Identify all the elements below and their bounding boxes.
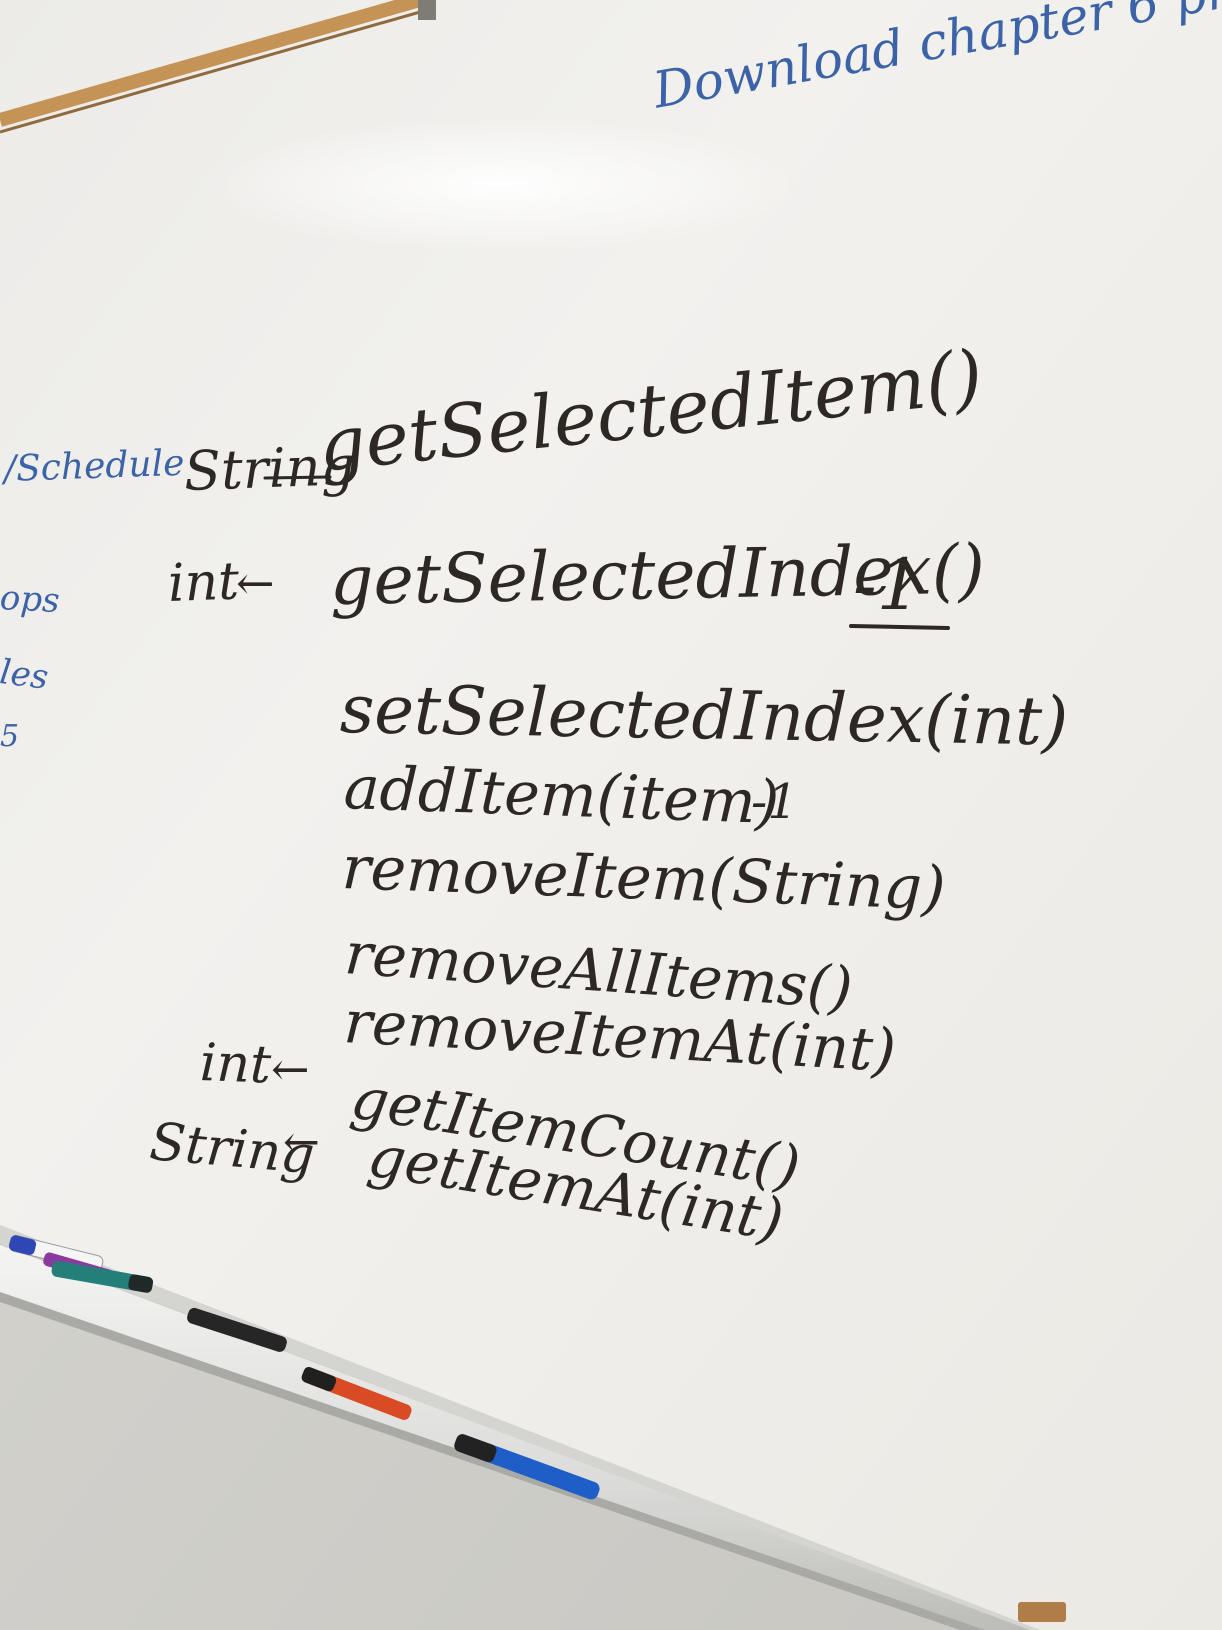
wall-clip bbox=[418, 0, 436, 20]
marker-cap-blue-1 bbox=[9, 1235, 37, 1255]
left-cutoff-5: 5 bbox=[0, 719, 20, 754]
marker-cap-blue-2 bbox=[454, 1434, 497, 1463]
left-cutoff-ops: ops bbox=[0, 578, 61, 622]
arrow-left-3: ← bbox=[283, 1117, 320, 1168]
left-cutoff-schedule: /Schedule bbox=[3, 442, 186, 490]
method-add-item: addItem(item) bbox=[342, 753, 781, 839]
marker-cap-orange bbox=[301, 1366, 337, 1392]
left-cutoff-les: les bbox=[0, 652, 51, 698]
note-minus-one-1: -1 bbox=[853, 544, 922, 626]
arrow-left-1: ← bbox=[236, 556, 275, 610]
marker-cap-teal bbox=[128, 1274, 154, 1293]
wood-frame-shadow bbox=[0, 10, 421, 134]
return-type-int-2: int bbox=[198, 1033, 273, 1096]
return-type-int-1: int bbox=[166, 551, 241, 614]
eraser-corner bbox=[1018, 1602, 1066, 1622]
light-reflection bbox=[200, 117, 800, 253]
arrow-left-2: ← bbox=[271, 1042, 310, 1096]
marker-black bbox=[187, 1307, 287, 1352]
note-minus-one-2: -1 bbox=[751, 774, 798, 830]
method-set-selected-index: setSelectedIndex(int) bbox=[339, 670, 1069, 761]
marker-teal bbox=[51, 1261, 153, 1293]
marker-group bbox=[8, 1235, 600, 1500]
wood-frame bbox=[0, 0, 422, 127]
board-bottom-edge bbox=[0, 1225, 1040, 1630]
